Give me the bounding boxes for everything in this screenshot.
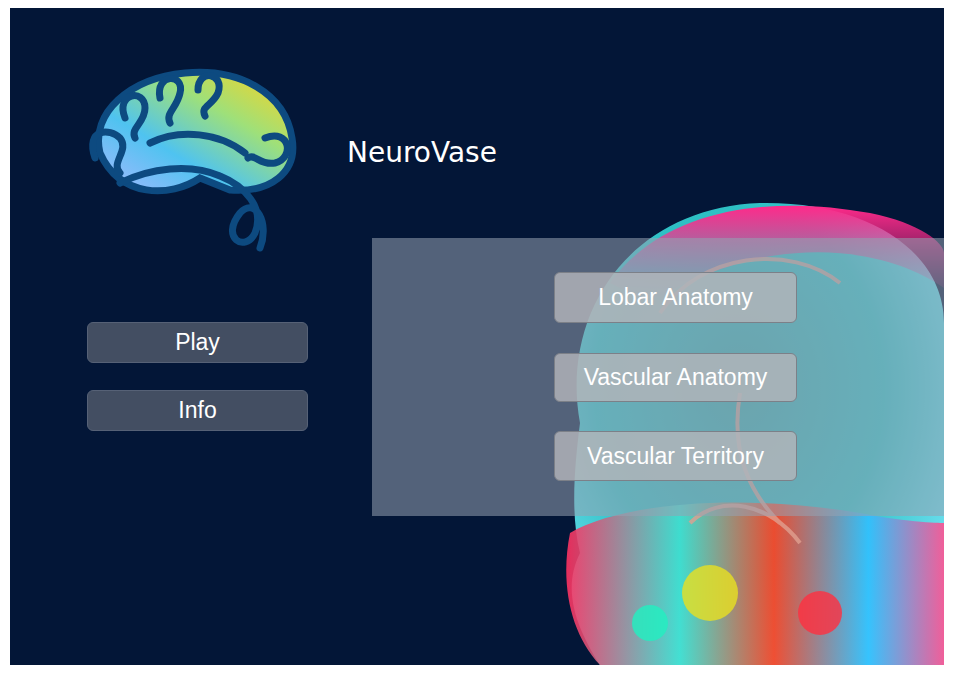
menu-button: Info [87,390,308,431]
menu-button: Play [87,322,308,363]
app-title: NeuroVase [347,136,497,169]
button-label: Info [178,397,216,424]
menu-button: Lobar Anatomy [554,272,797,323]
menu-background: NeuroVasePlayInfo Lobar AnatomyVascular A… [10,8,944,665]
button-label: Vascular Anatomy [584,364,768,391]
menu-button: Vascular Anatomy [554,353,797,402]
button-label: Lobar Anatomy [598,284,753,311]
brain-logo [80,58,320,258]
menu-button: Vascular Territory [554,431,797,481]
button-label: Play [175,329,220,356]
button-label: Vascular Territory [587,443,764,470]
